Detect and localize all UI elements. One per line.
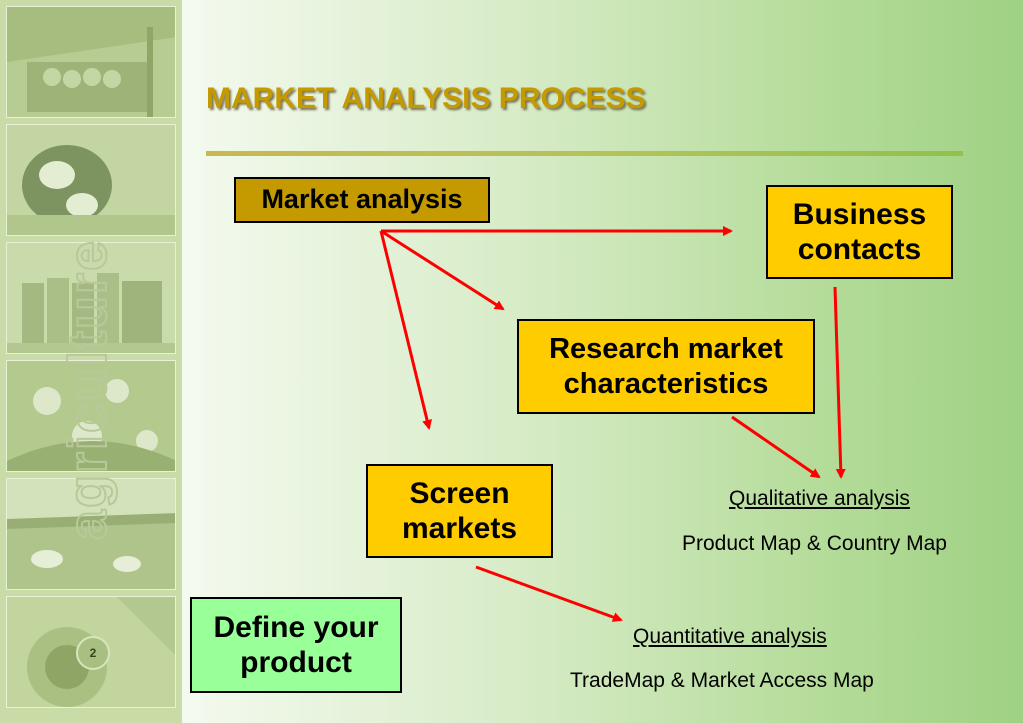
screen-markets-box: Screen markets	[366, 464, 553, 558]
page-number: 2	[76, 636, 110, 670]
screen-markets-label: Screen markets	[401, 476, 518, 545]
research-market-box: Research market characteristics	[517, 319, 815, 414]
arrow-business-to-qualitative	[833, 286, 846, 479]
arrow-research-to-qualitative	[731, 415, 821, 479]
cow-photo	[6, 124, 176, 236]
define-product-box: Define your product	[190, 597, 402, 693]
arrow-to-research-market	[380, 229, 505, 311]
market-stall-photo	[6, 6, 176, 118]
arrow-screen-to-quantitative	[475, 565, 623, 622]
quantitative-analysis-label: Quantitative analysis	[633, 625, 827, 648]
market-analysis-box: Market analysis	[234, 177, 490, 223]
qualitative-analysis-label: Qualitative analysis	[729, 487, 910, 510]
field-sheep-photo	[6, 478, 176, 590]
product-country-map-label: Product Map & Country Map	[682, 532, 947, 555]
research-market-label: Research market characteristics	[549, 333, 783, 400]
business-contacts-label: Business contacts	[792, 197, 927, 266]
grain-silo-photo	[6, 242, 176, 354]
title-underline	[206, 151, 963, 156]
cotton-plant-photo	[6, 360, 176, 472]
slide-title: MARKET ANALYSIS PROCESS	[206, 82, 646, 115]
arrow-to-screen-markets	[379, 230, 432, 430]
market-analysis-label: Market analysis	[261, 184, 463, 215]
sidebar-photo-strip: agriculture 2	[0, 0, 182, 723]
define-product-label: Define your product	[213, 610, 379, 679]
trademap-label: TradeMap & Market Access Map	[570, 669, 874, 692]
business-contacts-box: Business contacts	[766, 185, 953, 279]
